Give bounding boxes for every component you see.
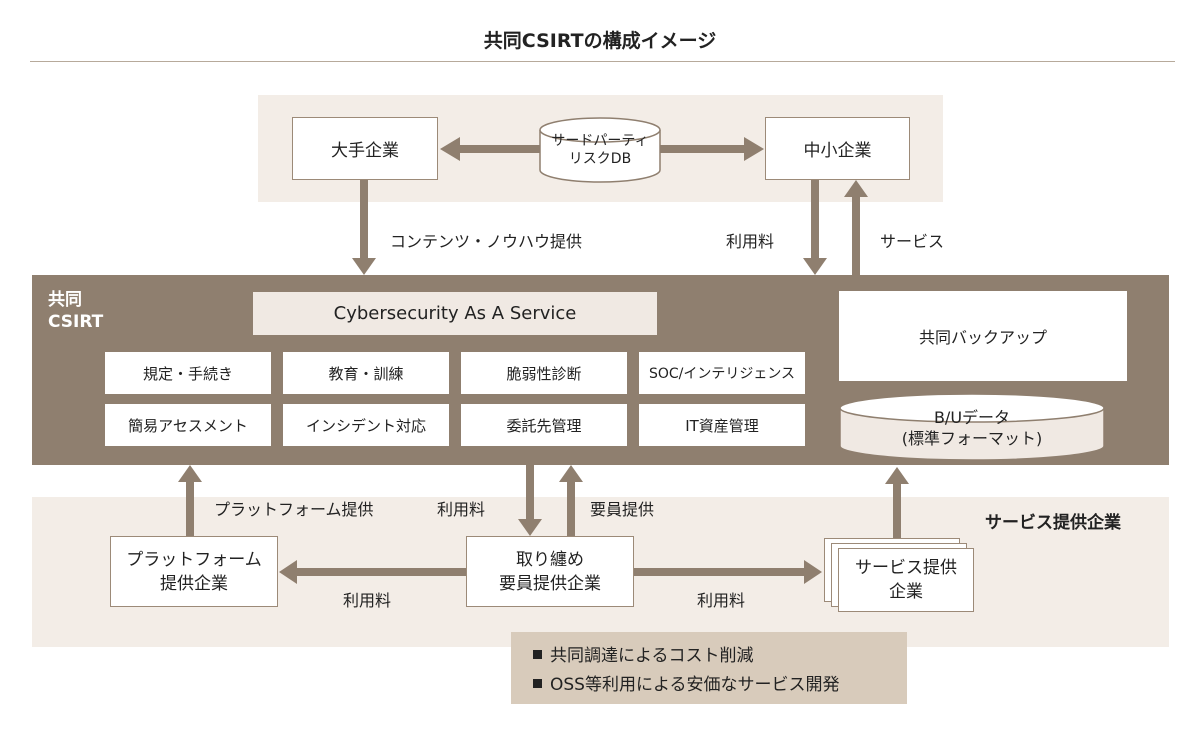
- content-provide-label: コンテンツ・ノウハウ提供: [390, 232, 583, 251]
- feature-soc-intelligence: SOC/インテリジェンス: [639, 352, 805, 394]
- sme-fee-label: 利用料: [726, 232, 775, 251]
- center-fee-arrow-head: [518, 519, 542, 536]
- arrow-head-left: [440, 137, 460, 161]
- feature-rules-procedures: 規定・手続き: [105, 352, 271, 394]
- large-company-box: 大手企業: [292, 117, 438, 180]
- platform-provide-label: プラットフォーム提供: [214, 500, 374, 519]
- bullet-square-icon: [533, 650, 542, 659]
- csirt-label-line2: CSIRT: [48, 312, 104, 332]
- platform-provider-line1: プラットフォーム: [126, 549, 262, 570]
- feature-it-asset-management: IT資産管理: [639, 404, 805, 446]
- sme-service-label: サービス: [880, 232, 945, 251]
- db-label-line1: サードパーティ: [551, 133, 649, 149]
- center-fee-label: 利用料: [437, 500, 486, 519]
- backup-data-label: B/Uデータ (標準フォーマット): [840, 404, 1104, 452]
- benefit-text: 共同調達によるコスト削減: [550, 646, 754, 666]
- staff-arrow-head: [559, 465, 583, 482]
- third-party-db-label: サードパーティ リスクDB: [540, 126, 660, 174]
- platform-arrow-shaft: [186, 480, 194, 536]
- left-fee-arrow-head: [279, 560, 297, 584]
- bu-label-line1: B/Uデータ: [933, 408, 1011, 427]
- right-fee-arrow-shaft: [634, 568, 806, 576]
- service-provider-box: サービス提供 企業: [838, 548, 974, 612]
- feature-vendor-management: 委託先管理: [461, 404, 627, 446]
- service-provider-line1: サービス提供: [855, 558, 957, 578]
- service-provider-line2: 企業: [889, 582, 923, 602]
- feature-education-training: 教育・訓練: [283, 352, 449, 394]
- platform-arrow-head: [178, 465, 202, 482]
- service-arrow-head: [844, 180, 868, 197]
- bu-label-line2: (標準フォーマット): [901, 429, 1043, 448]
- benefits-box: 共同調達によるコスト削減 OSS等利用による安価なサービス開発: [511, 632, 907, 704]
- staffing-provider-line2: 要員提供企業: [499, 573, 601, 594]
- right-fee-label: 利用料: [697, 591, 746, 610]
- feature-simple-assessment: 簡易アセスメント: [105, 404, 271, 446]
- sme-box: 中小企業: [765, 117, 910, 180]
- backup-arrow-shaft: [893, 482, 901, 538]
- left-fee-label: 利用料: [343, 591, 392, 610]
- shared-backup-box: 共同バックアップ: [839, 291, 1127, 381]
- feature-incident-response: インシデント対応: [283, 404, 449, 446]
- platform-provider-box: プラットフォーム 提供企業: [110, 536, 278, 607]
- staffing-provider-box: 取り纏め 要員提供企業: [466, 536, 634, 607]
- csirt-label-line1: 共同: [48, 290, 82, 310]
- left-fee-arrow-shaft: [296, 568, 466, 576]
- content-arrow-head: [352, 258, 376, 275]
- fee-arrow-head: [803, 258, 827, 275]
- backup-data-cylinder: [839, 393, 1105, 461]
- service-arrow-shaft: [852, 195, 860, 275]
- staff-arrow-shaft: [567, 480, 575, 536]
- center-fee-arrow-shaft: [526, 465, 534, 522]
- staffing-provider-line1: 取り纏め: [516, 549, 584, 570]
- benefit-text: OSS等利用による安価なサービス開発: [550, 675, 840, 695]
- feature-vulnerability-assessment: 脆弱性診断: [461, 352, 627, 394]
- title-divider: [30, 61, 1175, 62]
- third-party-db-cylinder: [539, 117, 661, 183]
- benefit-item: 共同調達によるコスト削減: [533, 642, 907, 671]
- arrow-head-right: [744, 137, 764, 161]
- right-fee-arrow-head: [804, 560, 822, 584]
- content-arrow-shaft: [360, 180, 368, 260]
- service-providers-section-title: サービス提供企業: [985, 513, 1121, 533]
- backup-arrow-head: [885, 467, 909, 484]
- platform-provider-line2: 提供企業: [160, 573, 228, 594]
- bullet-square-icon: [533, 679, 542, 688]
- caas-banner: Cybersecurity As A Service: [253, 292, 657, 335]
- fee-arrow-shaft: [811, 180, 819, 260]
- diagram-title: 共同CSIRTの構成イメージ: [483, 29, 717, 52]
- benefit-item: OSS等利用による安価なサービス開発: [533, 671, 907, 700]
- db-label-line2: リスクDB: [568, 151, 632, 167]
- staff-provide-label: 要員提供: [590, 500, 655, 519]
- csirt-label: 共同 CSIRT: [48, 289, 128, 333]
